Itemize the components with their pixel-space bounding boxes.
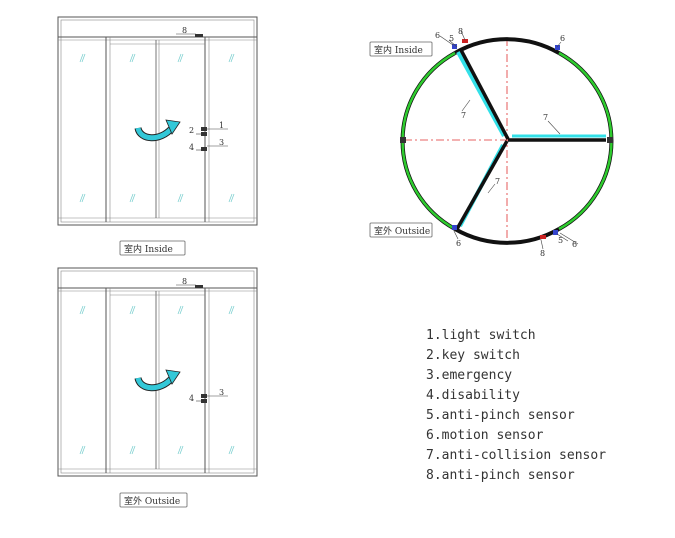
legend-number: 4. [426,388,442,403]
legend-item: 6.motion sensor [426,426,606,446]
legend-number: 6. [426,428,442,443]
legend-number: 5. [426,408,442,423]
legend-label: light switch [441,328,536,343]
callout-3: 3 [219,388,224,397]
legend-label: anti-pinch sensor [441,468,575,483]
callout-8: 8 [182,26,187,35]
legend-number: 8. [426,468,442,483]
legend-label: anti-pinch sensor [441,408,575,423]
callout-6: 6 [456,239,461,248]
legend-item: 2.key switch [426,346,606,366]
plan-caption-inside: 室内 Inside [374,44,423,56]
legend-item: 5.anti-pinch sensor [426,406,606,426]
caption-outside: 室外 Outside [124,495,180,507]
legend-item: 7.anti-collision sensor [426,446,606,466]
plan-caption-outside: 室外 Outside [374,225,430,237]
plan-view: 5 6 6 6 5 6 7 7 7 8 8 室内 Inside 室外 Outsi… [369,27,614,258]
callout-3: 3 [219,138,224,147]
callout-1: 1 [219,121,224,130]
legend-label: disability [441,388,520,403]
legend-item: 1.light switch [426,326,606,346]
callout-6: 6 [572,240,577,249]
callout-6: 6 [560,34,565,43]
callout-4: 4 [189,394,194,403]
caption-inside: 室内 Inside [124,243,173,255]
front-view-outside: 3 4 8 [57,267,258,477]
legend-item: 3.emergency [426,366,606,386]
legend-number: 7. [426,448,442,463]
legend-number: 1. [426,328,442,343]
front-view-inside: 1 2 3 4 8 [57,16,258,226]
callout-8: 8 [458,27,463,36]
legend: 1.light switch 2.key switch 3.emergency … [426,326,606,486]
legend-label: motion sensor [441,428,544,443]
legend-item: 4.disability [426,386,606,406]
callout-5: 5 [449,34,454,43]
callout-8: 8 [182,277,187,286]
callout-6: 6 [435,31,440,40]
legend-number: 2. [426,348,442,363]
callout-4: 4 [189,143,194,152]
legend-label: emergency [441,368,513,383]
callout-7: 7 [495,177,500,186]
legend-item: 8.anti-pinch sensor [426,466,606,486]
callout-7: 7 [461,111,466,120]
legend-label: anti-collision sensor [441,448,607,463]
callout-8: 8 [540,249,545,258]
callout-2: 2 [189,126,194,135]
rotation-arrow-icon [134,369,181,392]
rotation-arrow-icon [134,119,181,142]
callout-5: 5 [558,236,563,245]
callout-7: 7 [543,113,548,122]
legend-number: 3. [426,368,442,383]
legend-label: key switch [441,348,520,363]
